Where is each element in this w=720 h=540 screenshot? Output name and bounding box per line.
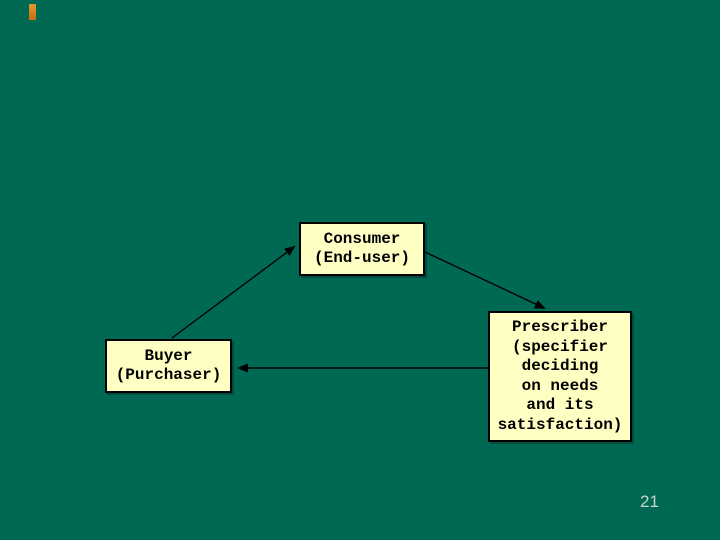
- diagram-node-consumer: Consumer (End-user): [299, 222, 425, 276]
- node-label-line: (End-user): [313, 249, 410, 267]
- node-label-line: Buyer: [144, 347, 193, 365]
- node-label-line: (Purchaser): [115, 366, 222, 384]
- node-label-line: satisfaction): [497, 415, 623, 434]
- node-label-line: and its: [526, 396, 594, 414]
- node-label-line: Consumer: [323, 230, 401, 248]
- arrow-buyer-to-consumer: [171, 245, 296, 339]
- slide-accent-bar: [29, 4, 36, 20]
- node-label-line: on needs: [521, 376, 599, 395]
- node-label-line: deciding: [521, 357, 599, 375]
- diagram-node-buyer: Buyer (Purchaser): [105, 339, 232, 393]
- diagram-node-prescriber: Prescriber (specifier deciding on needs …: [488, 311, 632, 442]
- node-label-line: Prescriber: [511, 318, 608, 336]
- node-label-line: (specifier: [511, 337, 608, 356]
- arrow-consumer-to-prescriber: [424, 251, 546, 309]
- page-number: 21: [640, 492, 659, 511]
